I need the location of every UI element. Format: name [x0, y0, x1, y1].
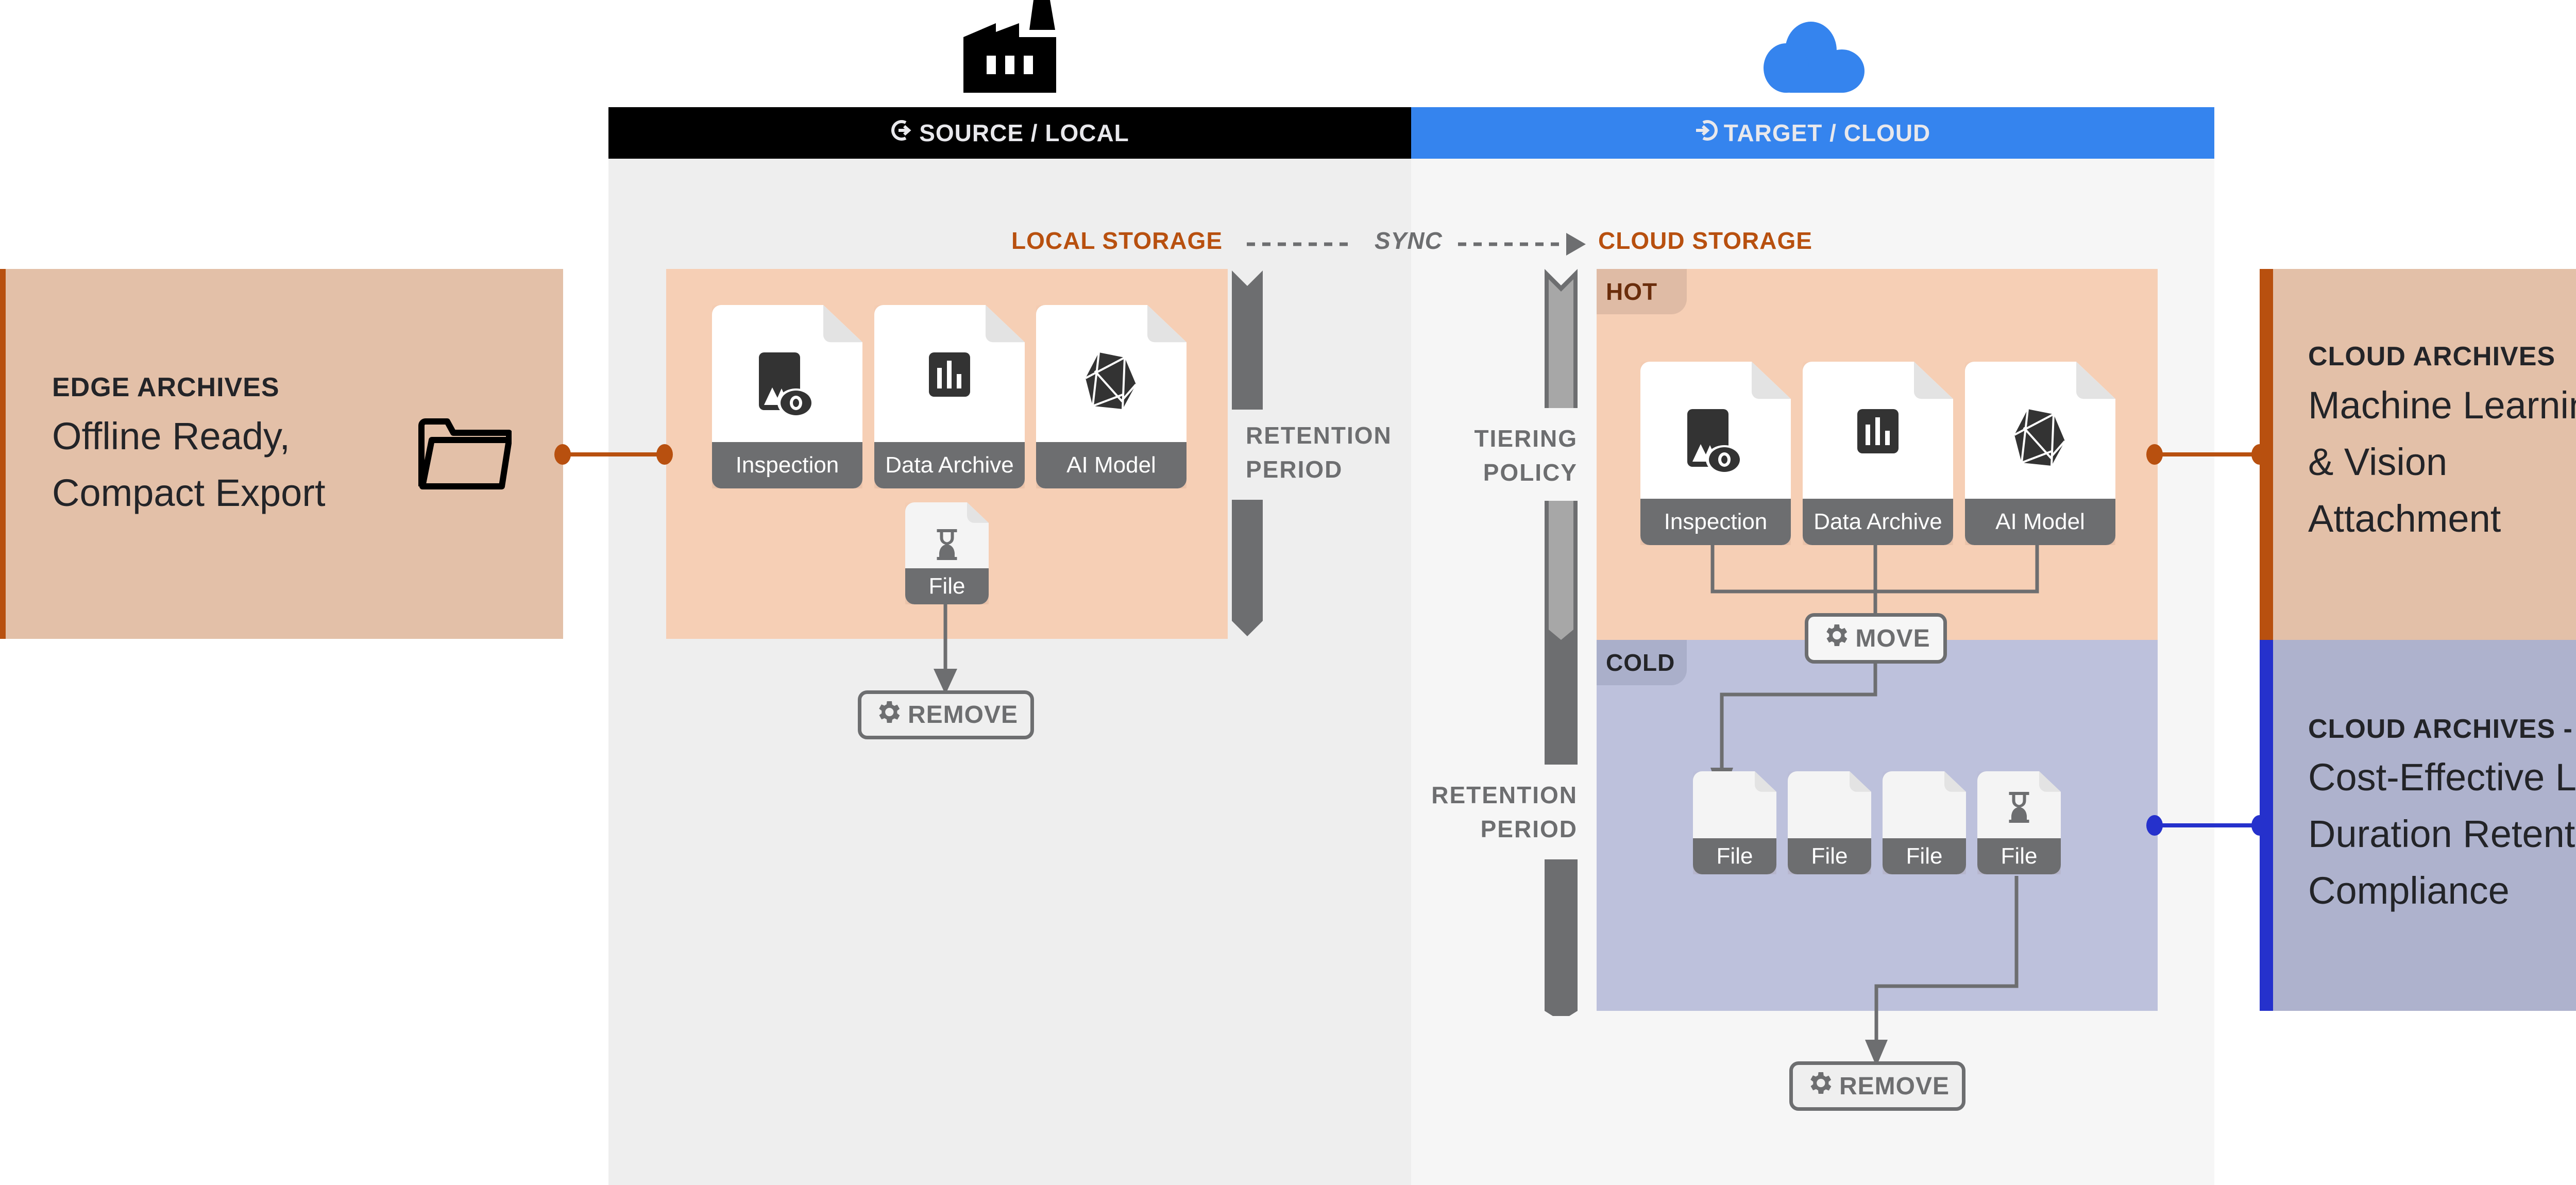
page-fold — [2039, 771, 2061, 795]
page-fold — [823, 305, 862, 347]
file-card-label: Inspection — [712, 442, 862, 488]
local-remove-connector — [934, 603, 957, 695]
local-storage-label: LOCAL STORAGE — [1011, 227, 1223, 254]
gear-icon — [874, 698, 903, 733]
file-card[interactable]: File — [1977, 771, 2061, 874]
dormant-archives-desc: Cost-Effective Long- Duration Retention … — [2308, 749, 2576, 919]
bar-chart-icon — [874, 352, 1025, 397]
cold-remove-connector — [1865, 876, 2019, 1066]
sync-label: SYNC — [1375, 227, 1443, 254]
file-card[interactable]: Data Archive — [874, 305, 1025, 488]
file-card-label: AI Model — [1965, 499, 2115, 545]
file-card[interactable]: AI Model — [1036, 305, 1187, 488]
edge-archives-desc: Offline Ready, Compact Export — [52, 408, 326, 521]
edge-connector — [554, 444, 673, 465]
page-fold — [1850, 771, 1871, 795]
file-card-label: File — [1883, 838, 1966, 874]
bar-chart-icon — [1803, 409, 1953, 453]
cloud-archives-title: CLOUD ARCHIVES — [2308, 342, 2556, 371]
page-fold — [1755, 771, 1776, 795]
retention-line-1: RETENTION — [1246, 422, 1392, 449]
file-card-label: File — [1788, 838, 1871, 874]
target-cloud-label: TARGET / CLOUD — [1723, 120, 1931, 146]
page-fold — [1914, 362, 1953, 403]
cloud-retention-line-2: PERIOD — [1480, 816, 1578, 842]
file-card-label: Inspection — [1640, 499, 1791, 545]
cloud-retention-line-1: RETENTION — [1431, 782, 1578, 808]
desc-line: Duration Retention — [2308, 812, 2576, 855]
cloud-remove-button[interactable]: REMOVE — [1789, 1061, 1965, 1111]
file-card[interactable]: File — [1883, 771, 1966, 874]
polyhedron-icon — [1965, 409, 2115, 466]
source-local-label: SOURCE / LOCAL — [919, 120, 1129, 146]
login-enter-icon — [1695, 118, 1724, 148]
file-card-label: AI Model — [1036, 442, 1187, 488]
hot-archive-connector — [2146, 444, 2267, 465]
tiering-line-1: TIERING — [1474, 425, 1578, 452]
edge-archives-title: EDGE ARCHIVES — [52, 373, 280, 402]
cloud-archives-panel: CLOUD ARCHIVES Machine Learning & Vision… — [2260, 269, 2576, 640]
sync-arrow — [1247, 233, 1586, 256]
file-card-label: Data Archive — [1803, 499, 1953, 545]
cloud-icon — [1759, 21, 1868, 96]
file-card-label: File — [1693, 838, 1776, 874]
image-eye-icon — [1640, 409, 1791, 474]
local-remove-button[interactable]: REMOVE — [858, 690, 1034, 739]
hourglass-icon — [916, 529, 978, 560]
page-fold — [1752, 362, 1791, 403]
polyhedron-icon — [1036, 352, 1187, 409]
page-fold — [986, 305, 1025, 347]
file-card-label: File — [905, 568, 989, 604]
hot-tag: HOT — [1597, 269, 1687, 314]
file-card[interactable]: File — [1788, 771, 1871, 874]
cold-archive-connector — [2146, 815, 2267, 836]
page-fold — [1147, 305, 1187, 347]
file-card-label: File — [1977, 838, 2061, 874]
file-card-label: Data Archive — [874, 442, 1025, 488]
dormant-archives-panel: CLOUD ARCHIVES - DORMANT Cost-Effective … — [2260, 640, 2576, 1011]
dormant-archives-title: CLOUD ARCHIVES - DORMANT — [2308, 714, 2576, 744]
local-retention-arrow — [1232, 270, 1263, 636]
desc-line: Compact Export — [52, 471, 326, 514]
remove-label: REMOVE — [907, 701, 1019, 729]
desc-line: Machine Learning — [2308, 384, 2576, 427]
factory-icon — [963, 0, 1056, 96]
tiering-policy-label: TIERING POLICY — [1469, 421, 1578, 489]
edge-archives-panel: EDGE ARCHIVES Offline Ready, Compact Exp… — [0, 269, 563, 639]
file-card[interactable]: Inspection — [712, 305, 862, 488]
page-fold — [2076, 362, 2115, 403]
cold-tag: COLD — [1597, 640, 1687, 685]
desc-line: Cost-Effective Long- — [2308, 756, 2576, 799]
desc-line: Attachment — [2308, 497, 2501, 540]
move-button[interactable]: MOVE — [1805, 613, 1947, 664]
file-card[interactable]: Data Archive — [1803, 362, 1953, 545]
page-fold — [967, 502, 989, 527]
move-label: MOVE — [1855, 624, 1930, 652]
page-fold — [1944, 771, 1966, 795]
source-local-header: SOURCE / LOCAL — [608, 107, 1411, 159]
cold-tier-zone: COLD — [1597, 640, 2158, 1011]
desc-line: Offline Ready, — [52, 415, 291, 458]
cloud-policy-arrow — [1545, 269, 1578, 1016]
hourglass-icon — [1988, 792, 2050, 823]
file-card[interactable]: AI Model — [1965, 362, 2115, 545]
cloud-storage-label: CLOUD STORAGE — [1598, 227, 1812, 254]
login-arrow-icon — [890, 118, 919, 148]
target-cloud-header: TARGET / CLOUD — [1411, 107, 2214, 159]
file-card[interactable]: Inspection — [1640, 362, 1791, 545]
file-card[interactable]: File — [905, 502, 989, 604]
folder-open-icon — [416, 418, 512, 493]
tiering-line-2: POLICY — [1483, 459, 1578, 486]
local-retention-label: RETENTION PERIOD — [1246, 418, 1392, 486]
remove-label: REMOVE — [1839, 1072, 1950, 1100]
image-eye-icon — [712, 352, 862, 417]
retention-line-2: PERIOD — [1246, 456, 1343, 483]
gear-icon — [1805, 1069, 1834, 1104]
gear-icon — [1821, 621, 1850, 656]
desc-line: Compliance — [2308, 869, 2510, 912]
file-card[interactable]: File — [1693, 771, 1776, 874]
cloud-retention-label: RETENTION PERIOD — [1418, 778, 1578, 846]
desc-line: & Vision — [2308, 441, 2448, 483]
cloud-archives-desc: Machine Learning & Vision Attachment — [2308, 377, 2576, 547]
